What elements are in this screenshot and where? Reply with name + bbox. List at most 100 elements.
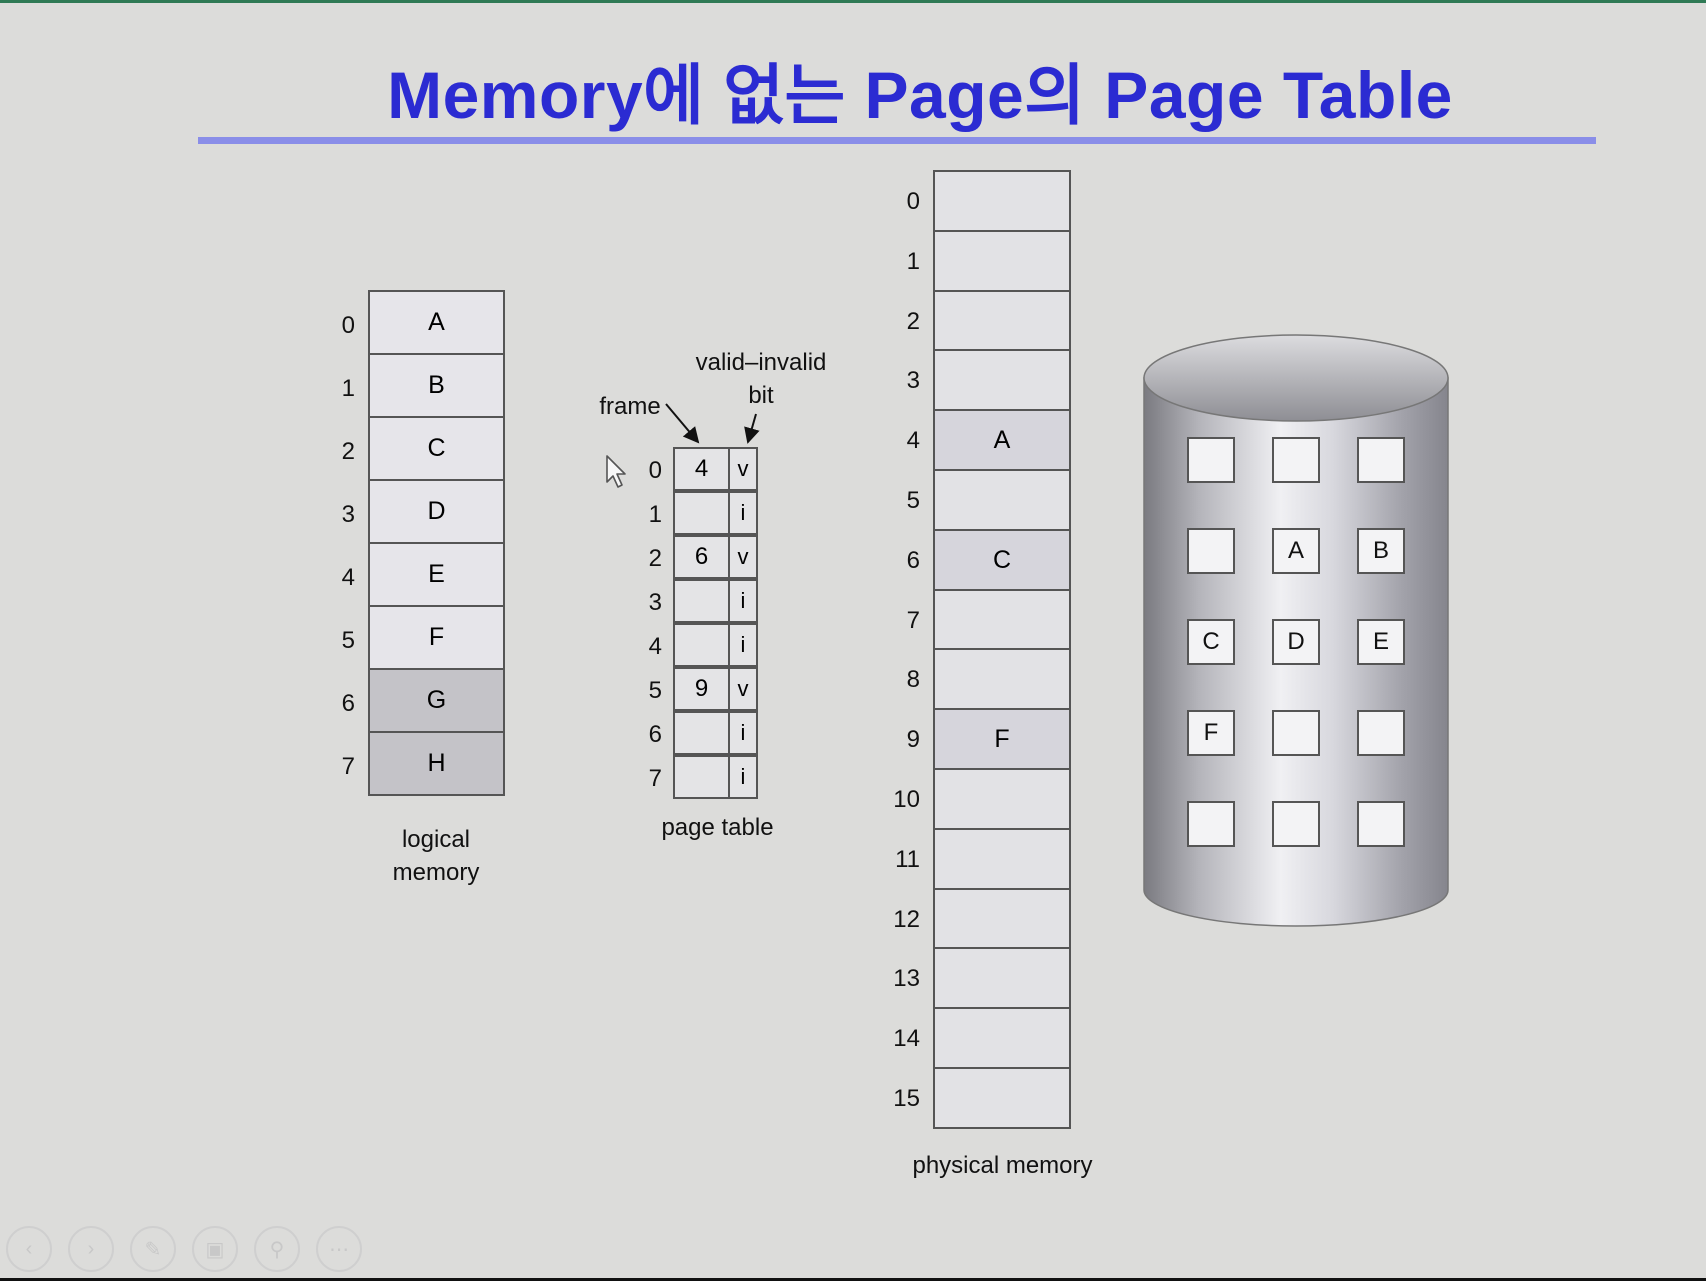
physical-frame-index: 7 xyxy=(906,607,920,634)
valid-invalid-label-line2: bit xyxy=(748,382,774,409)
page-table-row: i xyxy=(673,579,760,623)
label-arrows xyxy=(665,403,760,444)
physical-frame xyxy=(933,947,1071,1009)
physical-frame-index: 10 xyxy=(893,786,920,813)
physical-frame-index: 0 xyxy=(906,188,920,215)
valid-invalid-label-line1: valid–invalid xyxy=(695,349,827,376)
physical-frame xyxy=(933,230,1071,292)
logical-page-index: 6 xyxy=(341,690,355,717)
prev-icon[interactable]: ‹ xyxy=(6,1226,52,1272)
physical-frame xyxy=(933,170,1071,232)
page-table-index: 5 xyxy=(648,677,662,704)
physical-frame-index: 8 xyxy=(906,666,920,693)
page-table-row: i xyxy=(673,755,760,799)
logical-page: D xyxy=(368,479,505,544)
logical-page: G xyxy=(368,668,505,733)
disk-block xyxy=(1357,710,1405,756)
physical-frame-index: 9 xyxy=(906,726,920,753)
logical-page: B xyxy=(368,353,505,418)
logical-page-index: 1 xyxy=(341,375,355,402)
physical-frame-index: 15 xyxy=(893,1085,920,1112)
more-icon[interactable]: ⋯ xyxy=(316,1226,362,1272)
logical-page: A xyxy=(368,290,505,355)
physical-frame xyxy=(933,349,1071,411)
disk-block: A xyxy=(1272,528,1320,574)
slide-title: Memory에 없는 Page의 Page Table xyxy=(387,58,1453,132)
pen-icon[interactable]: ✎ xyxy=(130,1226,176,1272)
disk-block xyxy=(1272,710,1320,756)
physical-frame xyxy=(933,589,1071,651)
page-table-index: 0 xyxy=(648,457,662,484)
page-table-row: i xyxy=(673,623,760,667)
page-table-row: i xyxy=(673,491,760,535)
physical-frame: C xyxy=(933,529,1071,591)
physical-frame xyxy=(933,469,1071,531)
mouse-cursor-icon xyxy=(606,455,626,488)
physical-frame xyxy=(933,768,1071,830)
page-table-frame: 9 xyxy=(673,667,730,711)
page-table-valid-bit: v xyxy=(728,447,758,491)
page-table-frame xyxy=(673,579,730,623)
disk-block xyxy=(1357,437,1405,483)
logical-page-index: 0 xyxy=(341,312,355,339)
disk-block xyxy=(1187,801,1235,847)
disk-block xyxy=(1272,437,1320,483)
page-table-valid-bit: v xyxy=(728,535,758,579)
logical-page: E xyxy=(368,542,505,607)
page-table-index: 1 xyxy=(648,501,662,528)
physical-frame xyxy=(933,1067,1071,1129)
page-table-valid-bit: i xyxy=(728,755,758,799)
page-table-frame xyxy=(673,623,730,667)
page-table-valid-bit: i xyxy=(728,623,758,667)
slides-icon[interactable]: ▣ xyxy=(192,1226,238,1272)
window-bottom-border xyxy=(0,1278,1706,1281)
logical-page: F xyxy=(368,605,505,670)
page-table-index: 7 xyxy=(648,765,662,792)
page-table-valid-bit: i xyxy=(728,579,758,623)
disk-block xyxy=(1272,801,1320,847)
page-table-index: 3 xyxy=(648,589,662,616)
page-table-row: i xyxy=(673,711,760,755)
window-top-border xyxy=(0,0,1706,3)
physical-frame-index: 4 xyxy=(906,427,920,454)
physical-frame-index: 6 xyxy=(906,547,920,574)
page-table-frame: 4 xyxy=(673,447,730,491)
page-table-index: 2 xyxy=(648,545,662,572)
page-table-index: 6 xyxy=(648,721,662,748)
logical-page-index: 3 xyxy=(341,501,355,528)
logical-page-index: 7 xyxy=(341,753,355,780)
physical-frame-index: 14 xyxy=(893,1025,920,1052)
title-underline xyxy=(198,137,1596,144)
valid-bit-arrow xyxy=(744,413,760,444)
physical-frame-index: 3 xyxy=(906,367,920,394)
physical-frame-index: 13 xyxy=(893,965,920,992)
page-table-index: 4 xyxy=(648,633,662,660)
page-table-frame xyxy=(673,491,730,535)
page-table-frame xyxy=(673,711,730,755)
valid-invalid-label: valid–invalid bit xyxy=(676,346,846,412)
physical-frame xyxy=(933,888,1071,950)
logical-page: H xyxy=(368,731,505,796)
disk-block xyxy=(1187,528,1235,574)
zoom-icon[interactable]: ⚲ xyxy=(254,1226,300,1272)
logical-page: C xyxy=(368,416,505,481)
page-table-valid-bit: v xyxy=(728,667,758,711)
disk-block: C xyxy=(1187,619,1235,665)
logical-page-index: 4 xyxy=(341,564,355,591)
disk-block xyxy=(1357,801,1405,847)
disk-block: B xyxy=(1357,528,1405,574)
frame-label: frame xyxy=(599,393,661,420)
physical-frame xyxy=(933,648,1071,710)
physical-frame-index: 11 xyxy=(895,846,920,873)
page-table-frame xyxy=(673,755,730,799)
physical-frame: F xyxy=(933,708,1071,770)
page-table-valid-bit: i xyxy=(728,491,758,535)
physical-frame xyxy=(933,828,1071,890)
physical-frame: A xyxy=(933,409,1071,471)
physical-frame-index: 5 xyxy=(906,487,920,514)
next-icon[interactable]: › xyxy=(68,1226,114,1272)
disk-block xyxy=(1187,437,1235,483)
